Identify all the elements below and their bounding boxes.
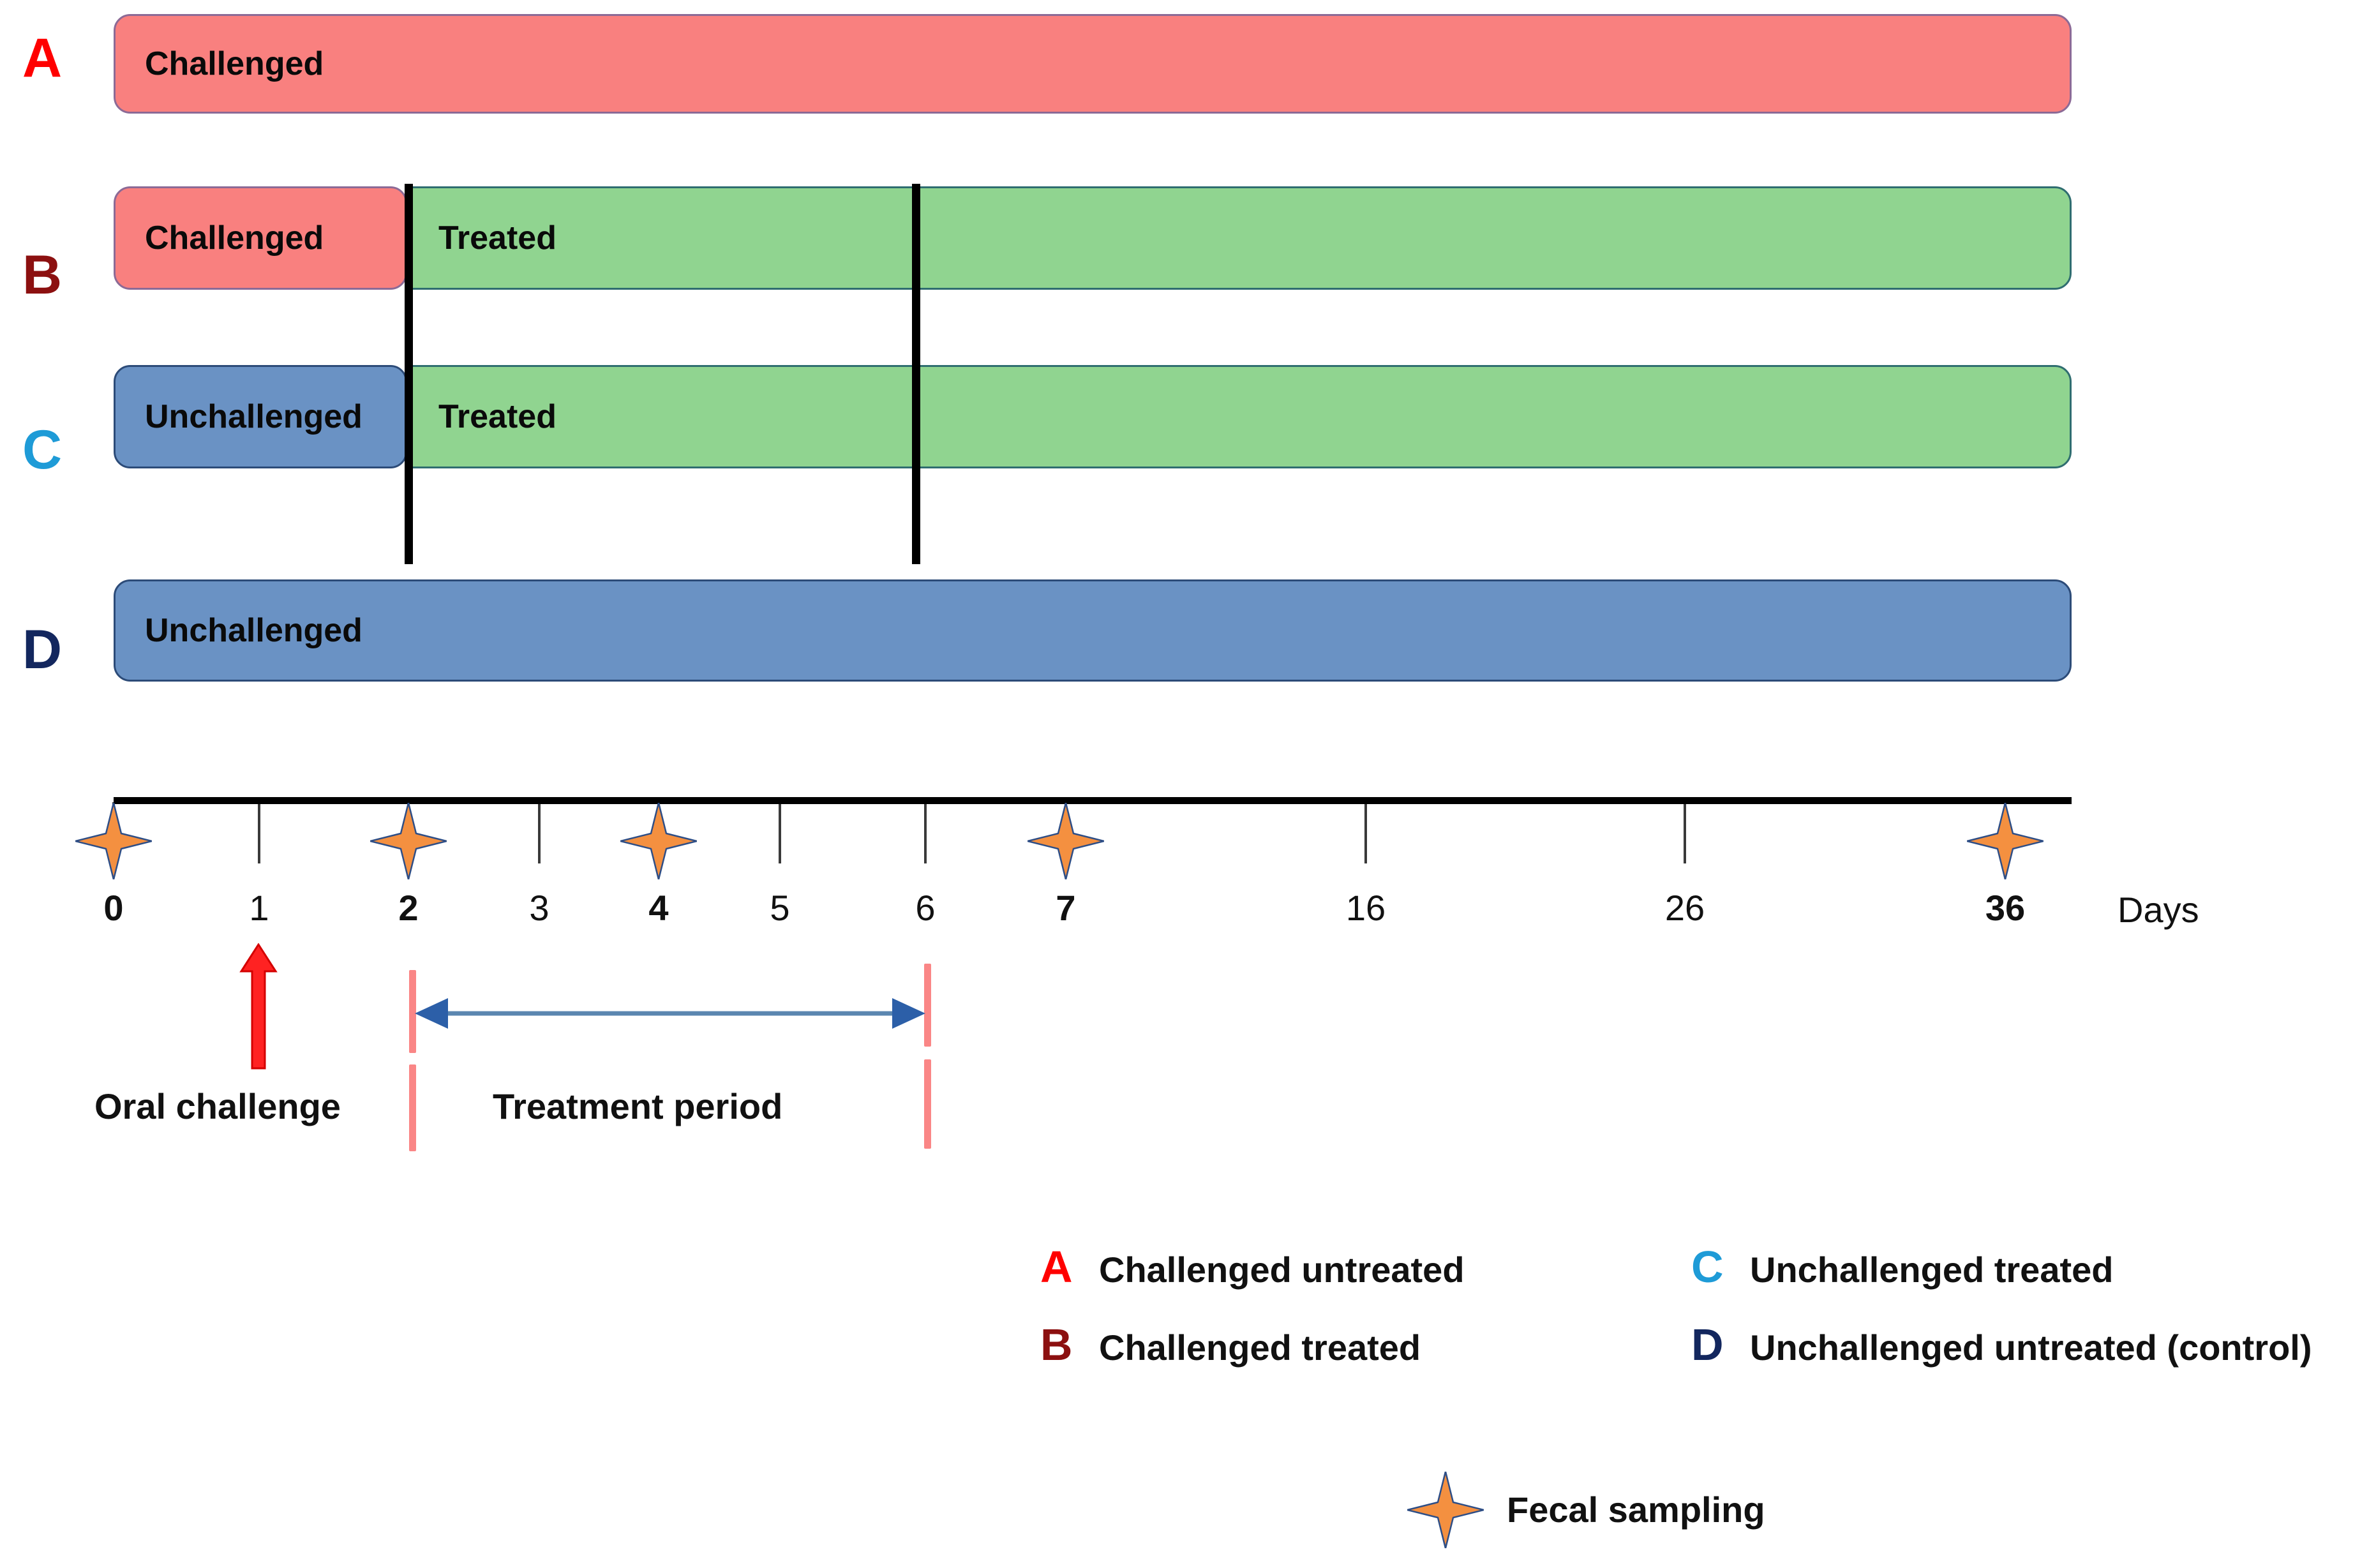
timeline-tick-day-26 — [1684, 802, 1686, 863]
treatment-end-rule — [912, 184, 920, 564]
timeline-tick-label-day-1: 1 — [249, 888, 269, 928]
timeline-tick-label-day-7: 7 — [1056, 888, 1076, 928]
bar-group-b-treated: Treated — [407, 186, 2072, 290]
four-point-star-icon — [369, 802, 448, 881]
legend-row: B Challenged treated D Unchallenged untr… — [1040, 1322, 2349, 1367]
treatment-start-marker-top — [409, 970, 416, 1053]
bar-label-b-challenged: Challenged — [145, 220, 324, 257]
timeline-tick-label-day-16: 16 — [1345, 888, 1386, 928]
treatment-period-label: Treatment period — [493, 1086, 783, 1126]
legend-text-b: Challenged treated — [1099, 1327, 1421, 1368]
timeline-tick-day-1 — [258, 802, 260, 863]
bar-label-d-unchallenged: Unchallenged — [145, 612, 362, 649]
legend-item-a: A Challenged untreated — [1040, 1244, 1691, 1289]
timeline-tick-label-day-36: 36 — [1985, 888, 2026, 928]
legend-key-c: C — [1691, 1242, 1724, 1292]
timeline-axis — [114, 797, 2072, 804]
bar-group-c-unchallenged: Unchallenged — [114, 365, 407, 468]
treatment-start-marker-bottom — [409, 1064, 416, 1151]
timeline-tick-label-day-0: 0 — [103, 888, 124, 928]
treatment-end-marker-bottom — [924, 1059, 931, 1149]
timeline-tick-day-16 — [1364, 802, 1367, 863]
timeline-tick-day-3 — [538, 802, 541, 863]
legend-key-d: D — [1691, 1320, 1724, 1370]
treatment-start-rule — [405, 184, 413, 564]
four-point-star-icon — [74, 802, 153, 881]
group-letter-d: D — [22, 619, 63, 680]
legend-text-a: Challenged untreated — [1099, 1250, 1465, 1290]
bar-group-b-challenged: Challenged — [114, 186, 407, 290]
four-point-star-icon — [1026, 802, 1105, 881]
group-letter-a: A — [22, 27, 63, 89]
timeline-tick-label-day-2: 2 — [398, 888, 419, 928]
timeline-tick-label-day-3: 3 — [529, 888, 549, 928]
legend-key-b: B — [1040, 1320, 1073, 1370]
legend-item-fecal-sampling: Fecal sampling — [1406, 1470, 1765, 1549]
group-letter-c: C — [22, 419, 63, 481]
four-point-star-icon — [1406, 1470, 1485, 1549]
bar-group-d-unchallenged: Unchallenged — [114, 579, 2072, 682]
oral-challenge-label: Oral challenge — [94, 1086, 341, 1126]
bar-label-c-unchallenged: Unchallenged — [145, 398, 362, 435]
legend-item-c: C Unchallenged treated — [1691, 1244, 2342, 1289]
treatment-end-marker-top — [924, 964, 931, 1047]
legend-row: A Challenged untreated C Unchallenged tr… — [1040, 1244, 2349, 1289]
legend: A Challenged untreated C Unchallenged tr… — [1040, 1244, 2349, 1400]
timeline-tick-label-day-5: 5 — [770, 888, 790, 928]
legend-item-b: B Challenged treated — [1040, 1322, 1691, 1367]
four-point-star-icon — [1966, 802, 2045, 881]
oral-challenge-arrow-icon — [236, 943, 281, 1071]
legend-item-d: D Unchallenged untreated (control) — [1691, 1322, 2342, 1367]
axis-unit-label: Days — [2118, 890, 2199, 930]
four-point-star-icon — [619, 802, 698, 881]
legend-text-c: Unchallenged treated — [1750, 1250, 2114, 1290]
timeline-tick-day-6 — [924, 802, 927, 863]
timeline-tick-label-day-26: 26 — [1664, 888, 1705, 928]
timeline-tick-day-5 — [779, 802, 781, 863]
treatment-period-arrow-icon — [415, 994, 925, 1033]
timeline-tick-label-day-4: 4 — [648, 888, 669, 928]
bar-group-c-treated: Treated — [407, 365, 2072, 468]
bar-group-a-challenged: Challenged — [114, 14, 2072, 114]
bar-label-b-treated: Treated — [438, 220, 557, 257]
group-letter-b: B — [22, 244, 63, 306]
legend-text-d: Unchallenged untreated (control) — [1750, 1327, 2312, 1368]
legend-text-fecal-sampling: Fecal sampling — [1507, 1490, 1765, 1530]
legend-key-a: A — [1040, 1242, 1073, 1292]
timeline-tick-label-day-6: 6 — [915, 888, 936, 928]
bar-label-c-treated: Treated — [438, 398, 557, 435]
bar-label-a-challenged: Challenged — [145, 45, 324, 82]
